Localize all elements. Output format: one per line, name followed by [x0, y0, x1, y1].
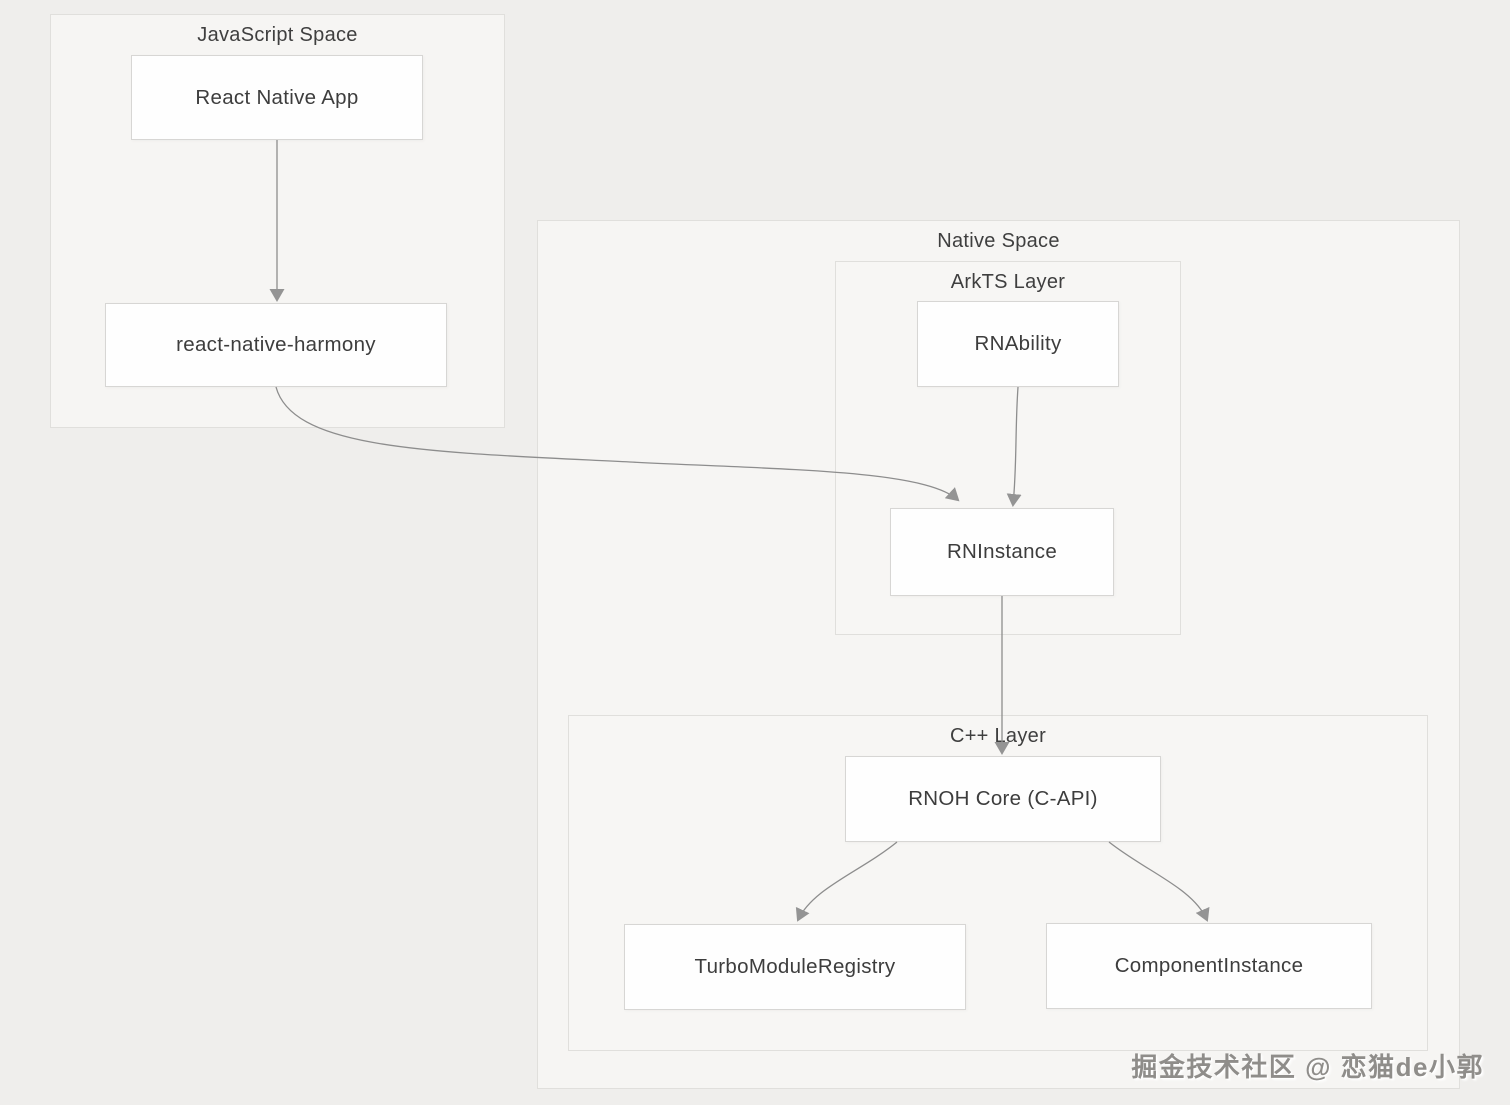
group-javascript-space-label: JavaScript Space	[197, 24, 358, 46]
watermark-text: 掘金技术社区 @ 恋猫de小郭	[1131, 1052, 1484, 1082]
node-turbo-module-registry: TurboModuleRegistry	[624, 924, 966, 1010]
node-react-native-app: React Native App	[131, 55, 423, 140]
node-rninstance: RNInstance	[890, 508, 1114, 596]
node-component-instance: ComponentInstance	[1046, 923, 1372, 1009]
node-rnoh-core: RNOH Core (C-API)	[845, 756, 1161, 842]
group-cpp-layer-label: C++ Layer	[949, 725, 1047, 747]
group-native-space-label: Native Space	[937, 230, 1060, 252]
group-arkts-layer-label: ArkTS Layer	[950, 271, 1066, 293]
node-rnability: RNAbility	[917, 301, 1119, 387]
node-react-native-harmony: react-native-harmony	[105, 303, 447, 387]
